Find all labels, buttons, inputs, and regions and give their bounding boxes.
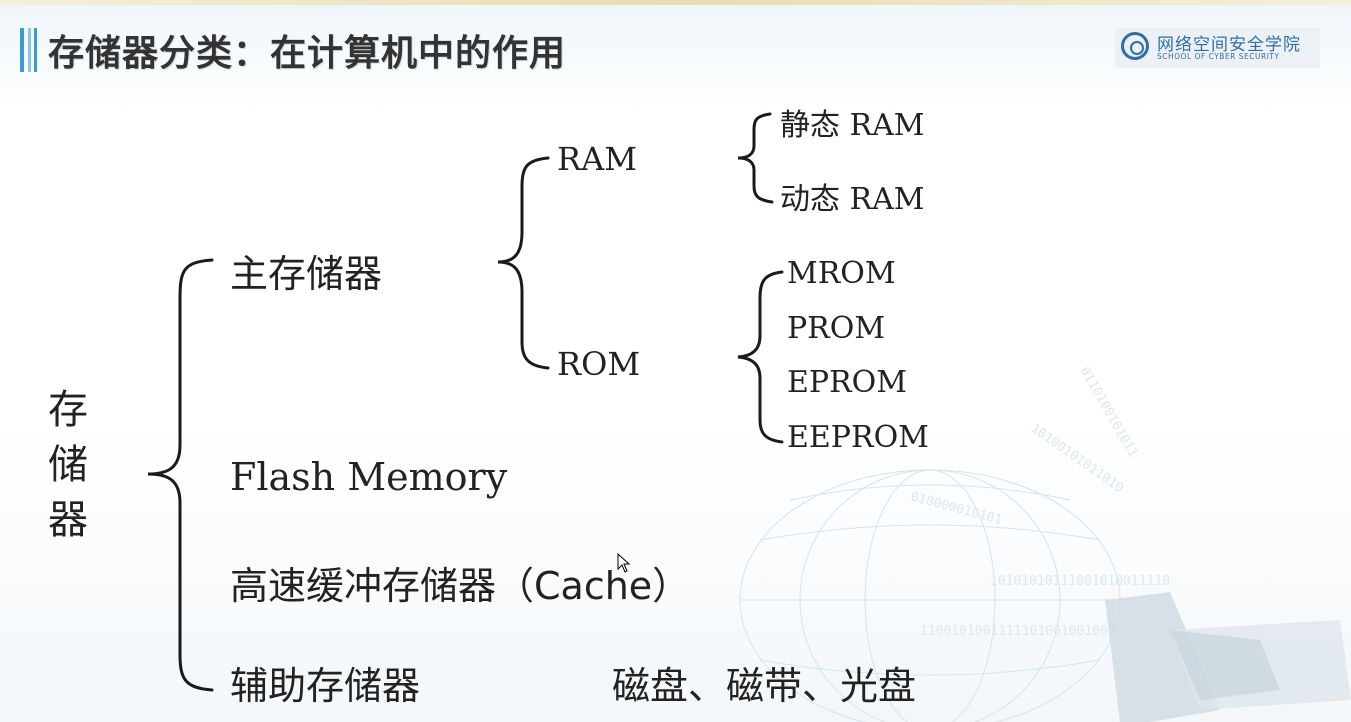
school-logo: 网络空间安全学院 SCHOOL OF CYBER SECURITY xyxy=(1115,28,1320,68)
laptop-decoration xyxy=(1105,592,1351,722)
dynamic-ram-label: 动态 RAM xyxy=(780,182,925,217)
svg-text:1100101001111101001001001: 1100101001111101001001001 xyxy=(920,624,1116,639)
root-label: 存储器 xyxy=(48,387,88,543)
globe-decoration: 10101010111001010011110 1100101001111101… xyxy=(739,365,1351,722)
logo-english-text: SCHOOL OF CYBER SECURITY xyxy=(1157,52,1280,61)
rom-type-eprom: EPROM xyxy=(787,365,907,400)
top-strip xyxy=(0,0,1351,5)
cache-label: 高速缓冲存储器（Cache） xyxy=(230,564,691,608)
school-emblem-icon xyxy=(1121,32,1149,60)
logo-chinese-text: 网络空间安全学院 xyxy=(1157,35,1301,55)
ram-brace xyxy=(737,112,774,204)
main-memory-brace xyxy=(497,156,550,370)
page-title: 存储器分类：在计算机中的作用 xyxy=(48,33,567,74)
aux-memory-label: 辅助存储器 xyxy=(230,664,421,708)
ram-label: RAM xyxy=(557,140,637,178)
rom-type-mrom: MROM xyxy=(787,256,896,291)
title-accent-bars xyxy=(20,28,42,72)
rom-brace xyxy=(737,270,784,444)
static-ram-label: 静态 RAM xyxy=(780,108,925,143)
main-memory-label: 主存储器 xyxy=(230,252,383,296)
aux-media-label: 磁盘、磁带、光盘 xyxy=(612,664,917,708)
rom-label: ROM xyxy=(557,345,641,383)
root-brace xyxy=(147,258,214,692)
svg-text:10101010111001010011110: 10101010111001010011110 xyxy=(990,574,1170,589)
rom-type-prom: PROM xyxy=(787,311,886,346)
rom-type-eeprom: EEPROM xyxy=(787,420,929,455)
flash-memory-label: Flash Memory xyxy=(230,455,508,499)
mouse-pointer-icon xyxy=(617,553,631,573)
